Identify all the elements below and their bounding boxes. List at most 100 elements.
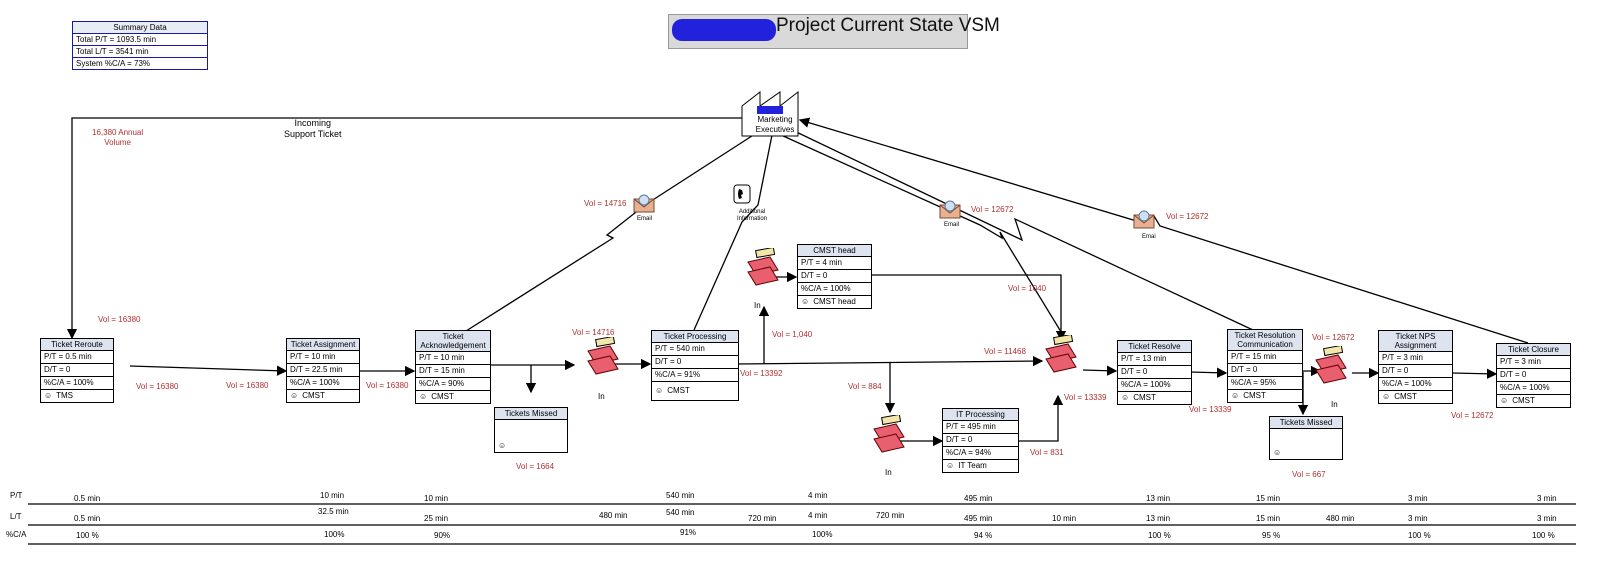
process-title: Ticket Resolve <box>1118 341 1191 353</box>
operator-icon: ☺ <box>801 297 810 306</box>
timeline-lt-value: 32.5 min <box>318 507 349 516</box>
volume-label: Vol = 16380 <box>98 315 141 324</box>
process-title-line-1: Ticket <box>442 332 464 341</box>
timeline-ca-value: 90% <box>434 531 451 540</box>
timeline-ca-value: 100 % <box>1408 531 1431 540</box>
inventory-label: In <box>1331 400 1338 409</box>
process-ticket-reroute: Ticket Reroute P/T = 0.5 min D/T = 0 %C/… <box>40 338 114 403</box>
timeline-lt-value: 3 min <box>1408 514 1428 523</box>
volume-label: Vol = 12672 <box>1451 411 1494 420</box>
process-title: Ticket Closure <box>1497 344 1570 356</box>
process-operator: CMST <box>431 392 454 401</box>
process-operator: CMST <box>1243 391 1266 400</box>
supplier-label: Marketing Executives <box>745 115 805 135</box>
timeline-lt-value: 0.5 min <box>74 514 101 523</box>
summary-row: Total P/T = 1093.5 min <box>73 34 207 46</box>
annual-line-2: Volume <box>104 138 131 147</box>
process-operator-row: ☺ TMS <box>41 390 113 402</box>
inventory-tray-icon <box>587 337 619 375</box>
process-ca: %C/A = 94% <box>943 447 1018 460</box>
phone-label-2: Information <box>737 216 768 222</box>
process-title: Ticket Assignment <box>287 339 359 351</box>
volume-label: Vol = 14716 <box>572 328 615 337</box>
inventory-tray-icon <box>747 248 779 286</box>
process-operator: IT Team <box>958 461 987 470</box>
process-pt: P/T = 4 min <box>798 257 871 270</box>
process-operator: CMST <box>1512 396 1535 405</box>
timeline-pt-value: 15 min <box>1256 494 1281 503</box>
volume-label: Vol = 12672 <box>1166 212 1209 221</box>
process-ca: %C/A = 100% <box>1118 379 1191 392</box>
timeline-ca-value: 100% <box>812 530 833 539</box>
process-title-line-1: Ticket Resolution <box>1234 331 1296 340</box>
process-dt: D/T = 22.5 min <box>287 364 359 377</box>
timeline-lt-value: 15 min <box>1256 514 1281 523</box>
inventory-tray-icon <box>1045 335 1077 373</box>
title-redaction <box>672 19 776 41</box>
process-dt: D/T = 0 <box>943 434 1018 447</box>
volume-label: Vol = 1040 <box>1008 284 1047 293</box>
process-operator: CMST head <box>813 297 856 306</box>
operator-icon: ☺ <box>1273 448 1282 457</box>
volume-label: Vol = 12672 <box>1312 333 1355 342</box>
process-pt: P/T = 15 min <box>1228 351 1302 364</box>
process-dt: D/T = 0 <box>1228 364 1302 377</box>
process-pt: P/T = 0.5 min <box>41 351 113 364</box>
timeline-pt-value: 540 min <box>666 491 695 500</box>
process-dt: D/T = 0 <box>1497 369 1570 382</box>
process-pt: P/T = 540 min <box>652 343 738 356</box>
process-operator: CMST <box>667 386 690 395</box>
process-ca: %C/A = 100% <box>798 283 871 296</box>
process-dt: D/T = 0 <box>1118 366 1191 379</box>
email-label: Email <box>637 216 653 222</box>
process-ca: %C/A = 95% <box>1228 377 1302 390</box>
process-pt: P/T = 10 min <box>416 352 490 365</box>
process-pt: P/T = 10 min <box>287 351 359 364</box>
process-ca: %C/A = 100% <box>1379 378 1452 391</box>
summary-data-box: Summary Data Total P/T = 1093.5 min Tota… <box>72 21 208 70</box>
operator-icon: ☺ <box>946 461 955 470</box>
process-ca: %C/A = 100% <box>1497 382 1570 395</box>
summary-row: System %C/A = 73% <box>76 59 151 68</box>
process-pt: P/T = 3 min <box>1497 356 1570 369</box>
process-ticket-closure: Ticket Closure P/T = 3 min D/T = 0 %C/A … <box>1496 343 1571 408</box>
phone-label-1: Additional <box>738 209 766 215</box>
process-title-line-2: Communication <box>1237 340 1293 349</box>
supplier-line-2: Executives <box>755 125 795 134</box>
timeline-pt-value: 10 min <box>320 491 345 500</box>
phone-icon <box>733 184 751 204</box>
incoming-line-2: Support Ticket <box>284 129 342 139</box>
process-dt: D/T = 0 <box>652 356 738 369</box>
process-it-processing: IT Processing P/T = 495 min D/T = 0 %C/A… <box>942 408 1019 473</box>
volume-label: Vol = 831 <box>1030 448 1064 457</box>
process-ca: %C/A = 91% <box>652 369 738 382</box>
inventory-label: In <box>598 392 605 401</box>
process-dt: D/T = 0 <box>41 364 113 377</box>
process-title: CMST head <box>798 245 871 257</box>
process-operator: TMS <box>56 391 73 400</box>
timeline-lt-value: 25 min <box>424 514 449 523</box>
supplier-line-1: Marketing <box>757 115 793 124</box>
timeline-lt-value: 495 min <box>964 514 993 523</box>
process-ca: %C/A = 100% <box>287 377 359 390</box>
volume-label: Vol = 13339 <box>1064 393 1107 402</box>
process-operator: CMST <box>1394 392 1417 401</box>
process-pt: P/T = 495 min <box>943 421 1018 434</box>
process-dt: D/T = 0 <box>1379 365 1452 378</box>
page-title: Project Current State VSM <box>776 15 1000 36</box>
timeline-ca-value: 91% <box>680 528 697 537</box>
process-title: Tickets Missed <box>495 408 567 420</box>
timeline-lt-value: 10 min <box>1052 514 1077 523</box>
process-title-line-2: Assignment <box>1394 341 1437 350</box>
volume-label: Vol = 13392 <box>740 369 783 378</box>
volume-label: Vol = 16380 <box>226 381 269 390</box>
operator-icon: ☺ <box>419 392 428 401</box>
email-label: Email <box>944 222 960 228</box>
process-title: Ticket Processing <box>652 331 738 343</box>
volume-label: Vol = 11468 <box>984 347 1026 356</box>
volume-label: Vol = 16380 <box>366 381 409 390</box>
